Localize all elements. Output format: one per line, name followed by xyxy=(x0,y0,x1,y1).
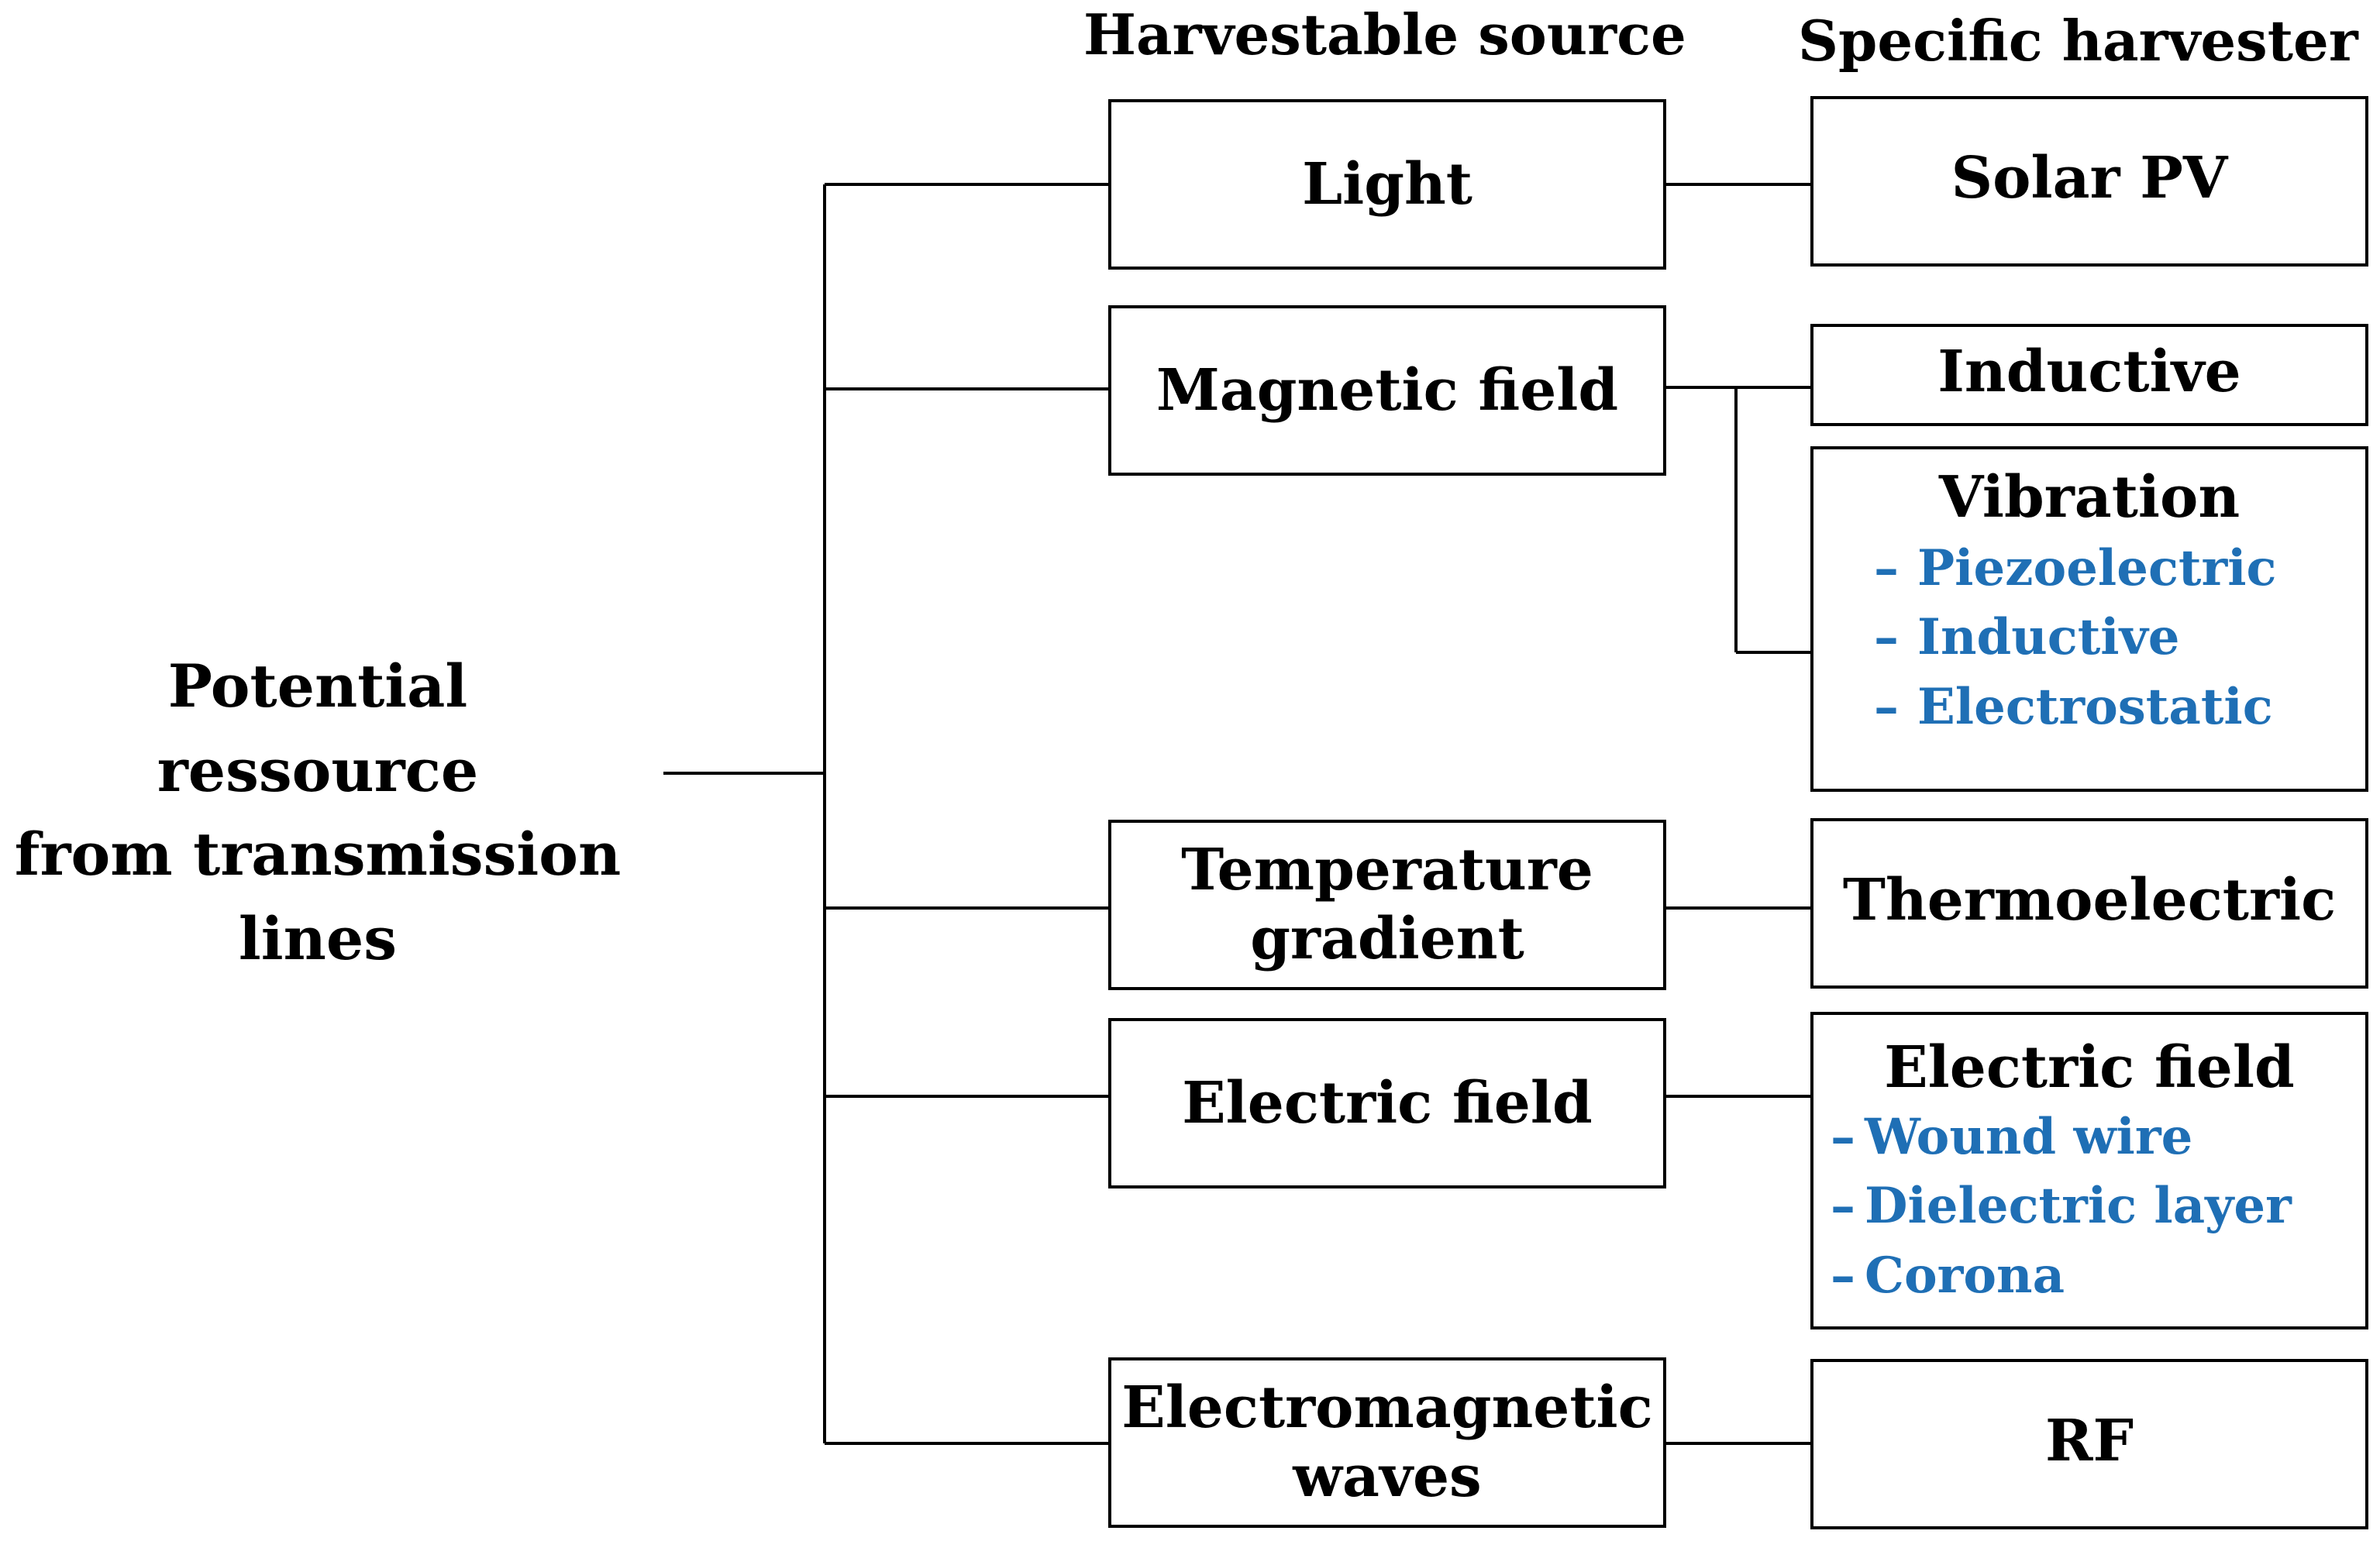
harvester-sub-item: –Electrostatic xyxy=(1855,672,2365,742)
header-harvestable-source: Harvestable source xyxy=(1083,2,1686,67)
source-magnetic-field: Magnetic field xyxy=(1108,305,1666,476)
harvester-sub-item: –Dielectric layer xyxy=(1821,1171,2365,1241)
harvester-vibration: Vibration –Piezoelectric –Inductive –Ele… xyxy=(1810,446,2368,792)
harvester-thermoelectric: Thermoelectric xyxy=(1810,818,2368,989)
root-line: from transmission xyxy=(14,820,622,889)
root-line: Potential ressource xyxy=(157,652,479,805)
dash-icon: – xyxy=(1831,1107,1855,1166)
harvester-title: RF xyxy=(2044,1407,2134,1474)
harvester-title: Electric field xyxy=(1884,1034,2295,1101)
harvester-title: Inductive xyxy=(1937,338,2241,405)
source-label: gradient xyxy=(1250,906,1524,972)
root-label: Potential ressource from transmission li… xyxy=(0,645,635,982)
source-light: Light xyxy=(1108,99,1666,270)
source-electric-field: Electric field xyxy=(1108,1018,1666,1188)
header-specific-harvester: Specific harvester xyxy=(1798,8,2358,74)
root-line: lines xyxy=(238,904,398,974)
harvester-sub-item: –Piezoelectric xyxy=(1855,534,2365,604)
source-label: Magnetic field xyxy=(1156,356,1619,424)
source-electromagnetic-waves: Electromagnetic waves xyxy=(1108,1357,1666,1528)
source-label: Temperature xyxy=(1181,837,1593,904)
dash-icon: – xyxy=(1874,608,1899,667)
harvester-title: Thermoelectric xyxy=(1842,866,2337,934)
harvester-inductive: Inductive xyxy=(1810,324,2368,426)
harvester-rf: RF xyxy=(1810,1359,2368,1529)
harvester-sub-item: –Corona xyxy=(1821,1241,2365,1311)
harvester-solar-pv: Solar PV xyxy=(1810,96,2368,267)
harvester-title: Vibration xyxy=(1938,464,2241,531)
harvester-sub-list: –Wound wire –Dielectric layer –Corona xyxy=(1813,1102,2365,1311)
dash-icon: – xyxy=(1874,538,1899,597)
harvester-sub-item: –Wound wire xyxy=(1821,1102,2365,1172)
source-label: Light xyxy=(1302,150,1472,218)
dash-icon: – xyxy=(1874,677,1899,736)
harvester-sub-item: –Inductive xyxy=(1855,603,2365,672)
harvester-title: Solar PV xyxy=(1951,144,2228,212)
dash-icon: – xyxy=(1831,1246,1855,1305)
dash-icon: – xyxy=(1831,1177,1855,1236)
source-label: Electromagnetic xyxy=(1121,1374,1653,1442)
source-label: Electric field xyxy=(1182,1069,1593,1137)
source-label: waves xyxy=(1293,1443,1482,1510)
harvester-electric-field: Electric field –Wound wire –Dielectric l… xyxy=(1810,1012,2368,1329)
harvester-sub-list: –Piezoelectric –Inductive –Electrostatic xyxy=(1813,534,2365,742)
source-temperature-gradient: Temperature gradient xyxy=(1108,820,1666,990)
